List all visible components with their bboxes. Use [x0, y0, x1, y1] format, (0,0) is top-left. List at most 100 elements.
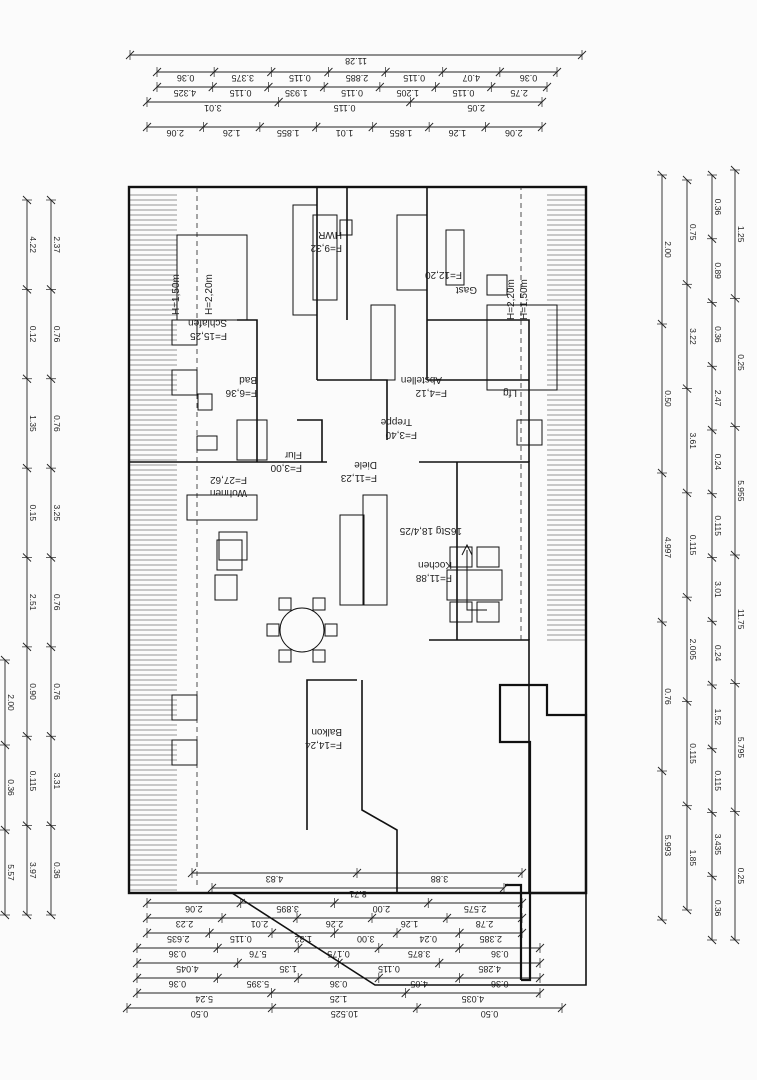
hwr-shelf [312, 214, 338, 301]
bedroom-wardrobe [292, 204, 318, 316]
dimension-label: 3.01 [204, 103, 222, 113]
dimension-label: 0.115 [378, 964, 400, 974]
dimension-label: 2.575 [464, 904, 487, 914]
dimension-label: 0.175 [327, 949, 350, 959]
dimension-label: 0.115 [230, 934, 252, 944]
height-labels: H=2,20m H=1,50m H=1,50m H=2,20m [171, 274, 530, 320]
room-abstellen-area: F=4,12 [415, 387, 447, 398]
dimension-label: 2.06 [505, 128, 523, 138]
knee-wall-lines [196, 187, 522, 885]
living-table [216, 539, 243, 571]
dimension-label: 0.15 [28, 505, 38, 522]
dimension-label: 1.205 [396, 88, 419, 98]
room-schlafen-area: F=15,25 [190, 330, 227, 341]
dimension-label: 3.01 [713, 581, 723, 598]
dining-chair [312, 649, 326, 663]
dimension-label: 1.855 [277, 128, 300, 138]
dimension-label: 1.35 [279, 964, 297, 974]
window [171, 319, 198, 346]
dimension-label: 1.855 [390, 128, 413, 138]
dimension-label: 0.36 [330, 979, 348, 989]
dimension-label: 0.115 [713, 770, 723, 791]
dimension-label: 1.26 [223, 128, 241, 138]
guest-chair [486, 274, 508, 296]
diele-wall [317, 379, 388, 440]
dimension-label: 5.76 [249, 949, 267, 959]
dimension-label: 4.035 [462, 994, 485, 1004]
dining-chair [278, 649, 292, 663]
dimension-label: 3.97 [28, 862, 38, 879]
dimension-label: 0.50 [481, 1009, 499, 1019]
dimension-label: 4.07 [463, 73, 481, 83]
dimension-label: 0.24 [713, 645, 723, 662]
dimension-label: 11.28 [345, 56, 367, 66]
dimension-label: 2.78 [476, 919, 494, 929]
dimension-label: 0.76 [52, 594, 62, 611]
window [171, 369, 198, 396]
dimension-label: 3.25 [52, 505, 62, 522]
room-flur-area: F=3,00 [270, 462, 302, 473]
room-flur-name: Flur [284, 449, 302, 460]
dimension-label: 1.85 [688, 850, 698, 867]
room-kochen-name: Kochen [418, 559, 452, 570]
dimension-label: 2.23 [176, 919, 194, 929]
dimension-label: 1.25 [330, 994, 348, 1004]
hwr-shelf [370, 304, 396, 381]
room-hwr-area: F=9,32 [310, 242, 342, 253]
plan-rotated-group: 11.280.364.070.1152.8850.1153.3750.362.7… [0, 50, 746, 1019]
dimension-label: 11.75 [736, 609, 746, 630]
stair-label: 16Stg 18,4/25 [399, 525, 462, 536]
bath-shower [236, 419, 268, 461]
dimension-label: 4.997 [663, 537, 673, 559]
dimension-label: 4.05 [410, 979, 428, 989]
flur-wall [297, 419, 323, 462]
hwr-boiler [445, 229, 465, 286]
room-hwr-name: HWR [318, 229, 342, 240]
dimension-label: 2.06 [166, 128, 184, 138]
kitchen-wall [429, 639, 530, 893]
dimension-label: 0.76 [52, 415, 62, 432]
window [171, 694, 198, 721]
room-labels: Wohnen F=27,62 F=11,88 Kochen F=14,24 Ba… [188, 229, 517, 750]
fixtures [171, 204, 558, 766]
dimension-label: 0.36 [491, 949, 509, 959]
dimension-label: 5.955 [736, 480, 746, 502]
dimension-label: 2.005 [688, 639, 698, 661]
outer-wall-west [521, 893, 532, 982]
top-dimension-chains: 11.280.364.070.1152.8850.1153.3750.362.7… [125, 50, 587, 138]
dimension-label: 2.47 [713, 390, 723, 407]
building-outline [127, 185, 588, 982]
living-sofa [186, 494, 258, 521]
dimension-label: 2.00 [6, 694, 16, 711]
dimension-label: 1.26 [401, 919, 419, 929]
dimension-label: 3.00 [357, 934, 375, 944]
kitchen-counter [339, 514, 365, 606]
dimension-label: 0.12 [28, 326, 38, 343]
room-wohnen-name: Wohnen [210, 487, 247, 498]
dimension-label: 0.76 [52, 683, 62, 700]
dimension-label: 2.01 [251, 919, 269, 929]
dimension-label: 0.76 [52, 326, 62, 343]
dimension-label: 0.36 [713, 199, 723, 216]
dimension-label: 5.395 [247, 979, 270, 989]
guest-bed [486, 304, 558, 391]
dimension-label: 3.375 [231, 73, 254, 83]
dimension-label: 2.06 [185, 904, 203, 914]
schlafen-height-2: H=1,50m [171, 274, 182, 315]
dining-chair [312, 597, 326, 611]
stair-arrow-head [461, 543, 473, 556]
bath-sink [196, 435, 218, 451]
dining-chair [266, 623, 280, 637]
room-treppe-name: Treppe [380, 416, 412, 427]
stair-wall [419, 461, 530, 640]
dimension-label: 0.36 [169, 979, 187, 989]
dimension-label: 3.88 [431, 874, 449, 884]
dimension-label: 0.36 [52, 862, 62, 879]
dimension-label: 5.57 [6, 864, 16, 881]
bottom-dimension-chains: 3.884.838.712.5752.003.8952.062.781.262.… [122, 868, 567, 1019]
dimension-label: 0.115 [230, 88, 252, 98]
balcony-outline [231, 892, 587, 986]
dimension-label: 3.22 [688, 328, 698, 345]
dimension-label: 1.26 [449, 128, 467, 138]
